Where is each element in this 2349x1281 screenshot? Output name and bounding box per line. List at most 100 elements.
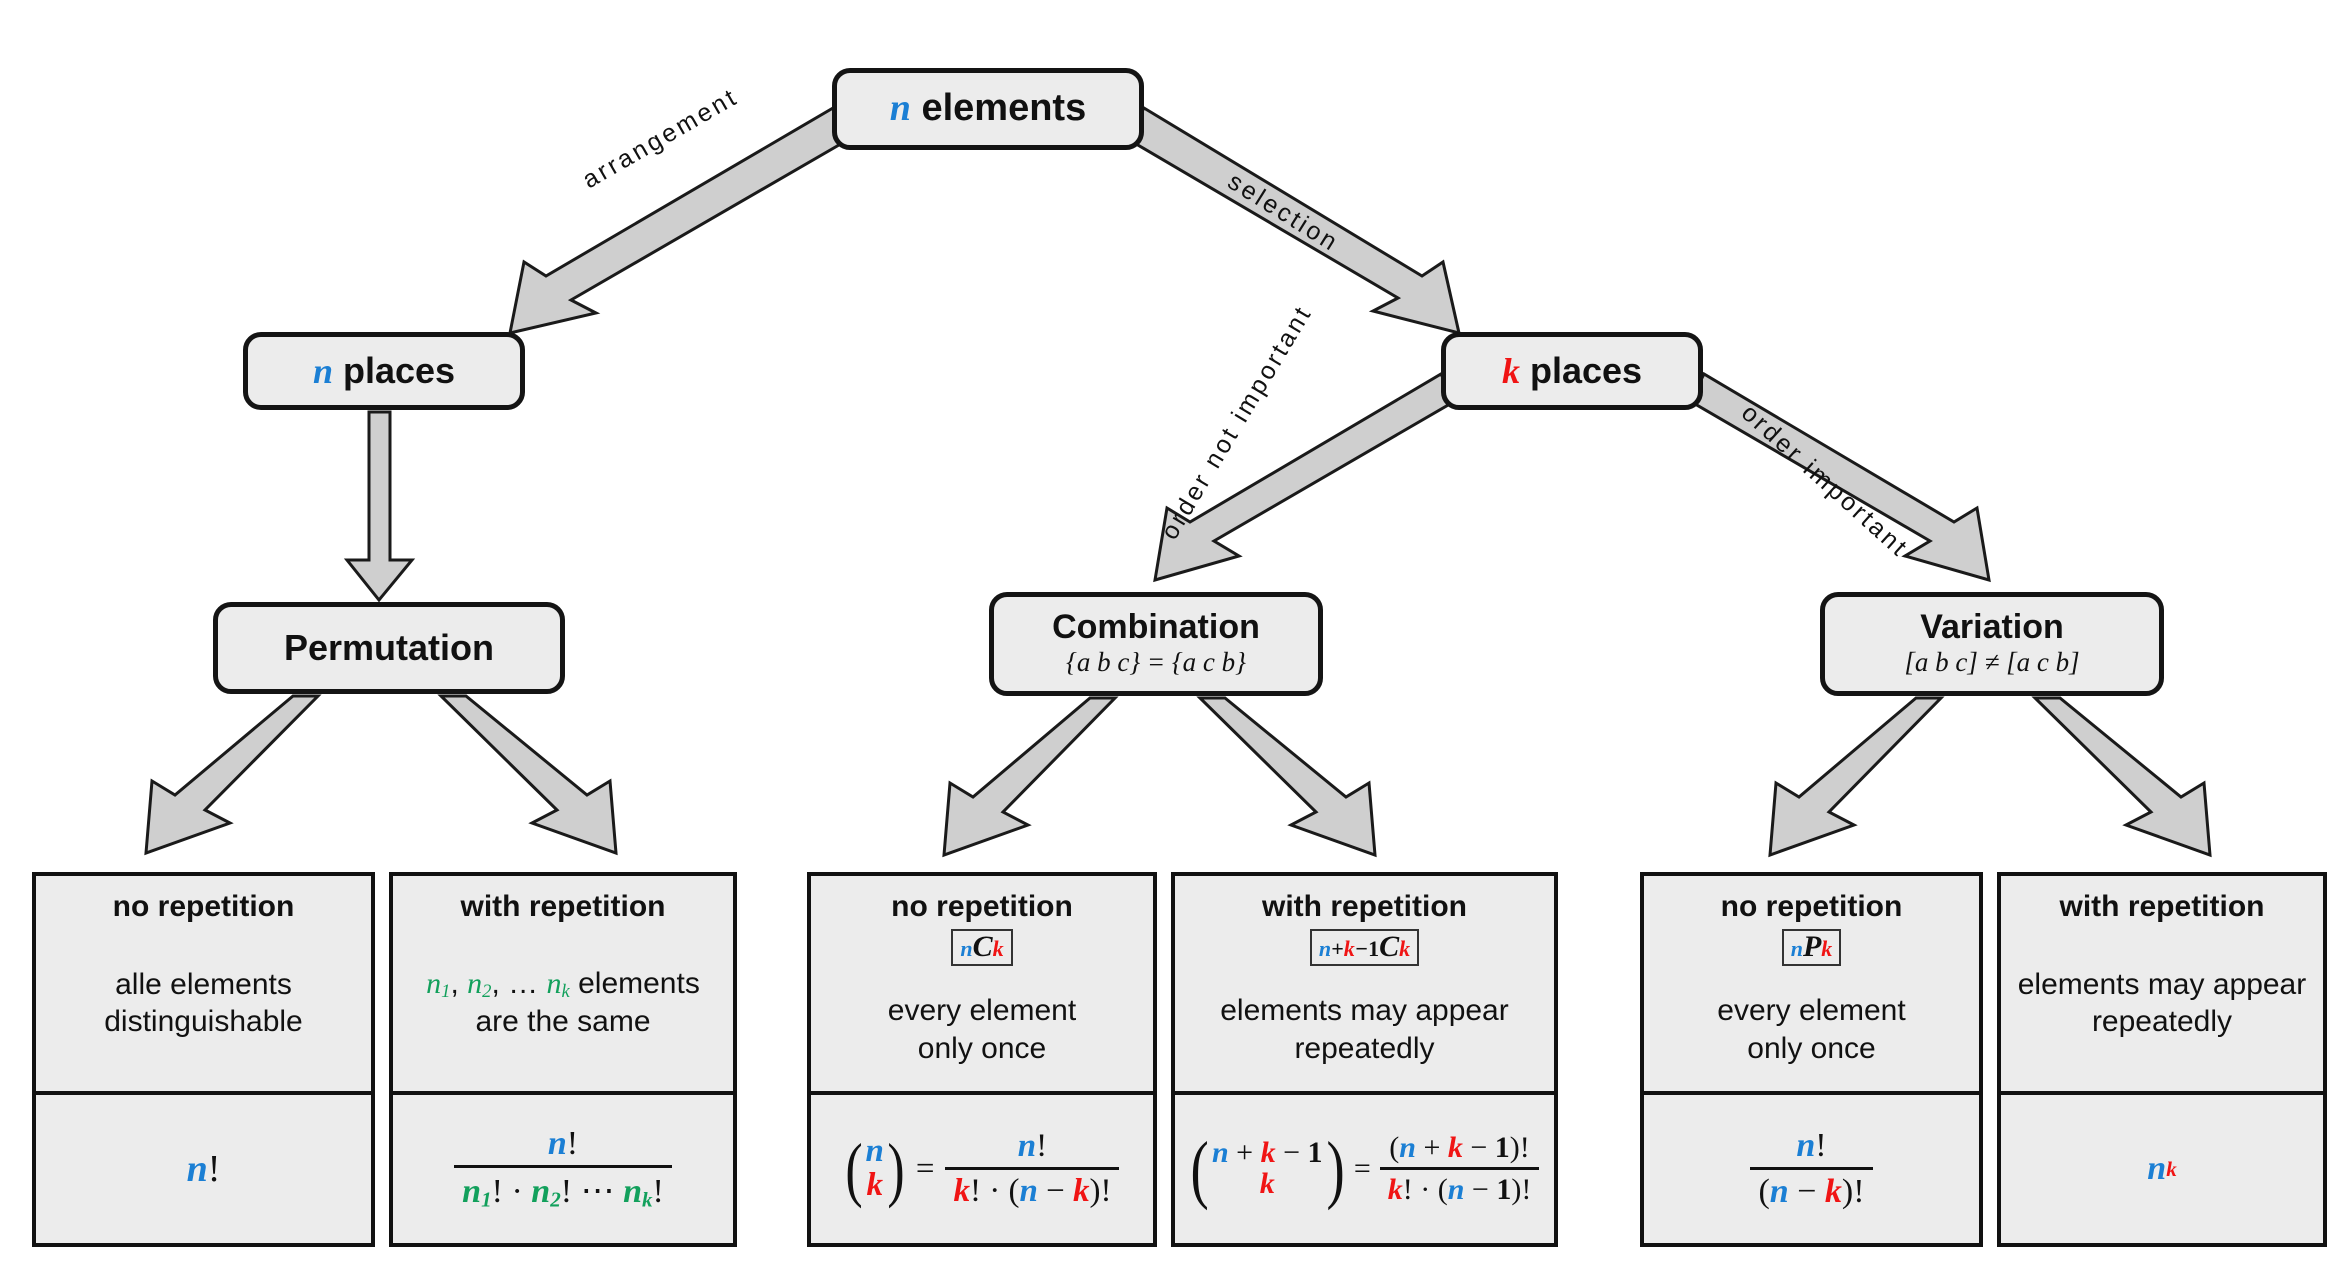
leaf-desc-line2: repeatedly — [2091, 1005, 2233, 1038]
leaf-head: no repetition — [891, 890, 1073, 923]
leaf-description: every element only once — [1717, 992, 1905, 1067]
arrow-nplaces-to-permutation — [343, 410, 416, 603]
arrow-combination-to-leaf3 — [942, 696, 1119, 858]
leaf-upper: with repetition n+k−1Ck elements may app… — [1175, 876, 1554, 1091]
leaf-divider — [1644, 1091, 1979, 1095]
var-n: n — [312, 350, 333, 391]
edge-label-selection: selection — [1222, 167, 1345, 258]
leaf-desc-line1: elements may appear — [2017, 967, 2307, 1001]
leaf-desc-line1: every element — [887, 994, 1077, 1027]
binomial-coefficient: ( n + k − 1 k ) — [1190, 1126, 1345, 1211]
leaf-variation-no-repetition[interactable]: no repetition nPk every element only onc… — [1640, 872, 1983, 1247]
sym-k: k — [2166, 1156, 2177, 1181]
arrow-variation-to-leaf6 — [2031, 696, 2212, 858]
leaf-formula-cell: ( n k ) = n! k! · (n − — [811, 1095, 1153, 1243]
node-n-elements[interactable]: n elements — [832, 68, 1144, 150]
leaf-combination-with-repetition[interactable]: with repetition n+k−1Ck elements may app… — [1171, 872, 1558, 1247]
leaf-desc-line2: distinguishable — [104, 1005, 303, 1038]
leaf-head: with repetition — [1262, 890, 1467, 923]
formula-n-factorial: n! — [187, 1147, 221, 1191]
formula-multiset-permutation: n! n1! · n2! ⋯ nk! — [451, 1125, 675, 1213]
leaf-description: every element only once — [888, 992, 1076, 1067]
leaf-desc-line2: only once — [917, 1031, 1047, 1065]
sym-n: n — [2147, 1150, 2167, 1187]
leaf-formula-cell: n! — [36, 1095, 371, 1243]
leaf-upper: no repetition alle elements distinguisha… — [36, 876, 371, 1091]
leaf-head: no repetition — [1720, 890, 1903, 923]
fraction: n! (n − k)! — [1750, 1127, 1873, 1211]
sym-comma: , — [450, 967, 459, 1001]
leaf-description: alle elements distinguishable — [104, 966, 302, 1041]
fraction-numerator: n! — [1017, 1128, 1048, 1164]
node-k-places-label: k places — [1501, 349, 1643, 391]
fraction: (n + k − 1)! k! · (n − 1)! — [1379, 1131, 1540, 1207]
leaf-upper: no repetition nPk every element only onc… — [1644, 876, 1979, 1091]
notation-nPk: nPk — [1781, 929, 1842, 966]
fraction: n! n1! · n2! ⋯ nk! — [454, 1125, 672, 1213]
arrow-combination-to-leaf4 — [1196, 696, 1377, 858]
node-permutation[interactable]: Permutation — [213, 602, 565, 694]
leaf-divider — [1175, 1091, 1554, 1095]
arrow-variation-to-leaf5 — [1768, 696, 1945, 858]
fraction-denominator: k! · (n − 1)! — [1379, 1167, 1540, 1207]
leaf-divider — [393, 1091, 733, 1095]
var-n: n — [889, 87, 911, 130]
formula-binomial-nk: ( n k ) = n! k! · (n − — [842, 1128, 1123, 1211]
arrow-permutation-to-leaf1 — [144, 694, 322, 856]
leaf-description: elements may appear repeatedly — [1220, 992, 1509, 1067]
leaf-upper: no repetition nCk every element only onc… — [811, 876, 1153, 1091]
arrow-permutation-to-leaf2 — [437, 694, 618, 856]
leaf-permutation-with-repetition[interactable]: with repetition n1, n2, … nk elements ar… — [389, 872, 737, 1247]
sym-dots: … — [508, 967, 539, 1001]
fraction-denominator: n1! · n2! ⋯ nk! — [454, 1165, 672, 1213]
node-n-places-text: places — [342, 349, 456, 391]
leaf-desc-line1: every element — [1717, 994, 1906, 1027]
node-variation[interactable]: Variation [a b c] ≠ [a c b] — [1820, 592, 2164, 696]
fraction-denominator: (n − k)! — [1750, 1167, 1873, 1211]
leaf-head: with repetition — [2059, 890, 2265, 923]
binomial-coefficient: ( n k ) — [844, 1128, 905, 1209]
sym-fact: ! — [207, 1148, 221, 1190]
node-k-places-text: places — [1529, 349, 1643, 391]
notation-nCk: nCk — [951, 929, 1013, 966]
leaf-combination-no-repetition[interactable]: no repetition nCk every element only onc… — [807, 872, 1157, 1247]
node-variation-title: Variation — [1920, 607, 2064, 646]
sym-n2: n2 — [467, 967, 492, 1003]
sym-nk: nk — [546, 967, 570, 1003]
leaf-variation-with-repetition[interactable]: with repetition elements may appear repe… — [1997, 872, 2327, 1247]
node-combination-subtitle: {a b c} = {a c b} — [1066, 647, 1246, 678]
node-k-places[interactable]: k places — [1441, 332, 1703, 410]
leaf-desc-line1: elements may appear — [1220, 994, 1509, 1027]
leaf-upper: with repetition elements may appear repe… — [2001, 876, 2323, 1091]
leaf-formula-cell: ( n + k − 1 k ) = (n + k − 1)! — [1175, 1095, 1554, 1243]
fraction-numerator: n! — [1796, 1127, 1827, 1164]
sym-comma: , — [491, 967, 500, 1001]
node-permutation-title: Permutation — [283, 627, 495, 669]
edge-label-order-important: order important — [1735, 398, 1915, 564]
leaf-formula-cell: n! n1! · n2! ⋯ nk! — [393, 1095, 733, 1243]
notation-n-plus-k-minus-1-C-k: n+k−1Ck — [1309, 929, 1420, 966]
node-n-elements-label: n elements — [889, 87, 1087, 130]
node-n-elements-text: elements — [921, 87, 1087, 130]
leaf-permutation-no-repetition[interactable]: no repetition alle elements distinguisha… — [32, 872, 375, 1247]
sym-n1: n1 — [426, 967, 451, 1003]
leaf-head: no repetition — [112, 890, 295, 923]
leaf-desc-line2: only once — [1747, 1031, 1876, 1065]
edge-label-arrangement: arrangement — [577, 82, 744, 195]
var-k: k — [1501, 350, 1520, 391]
leaf-description: n1, n2, … nk elements are the same — [426, 965, 700, 1041]
leaf-divider — [36, 1091, 371, 1095]
leaf-upper: with repetition n1, n2, … nk elements ar… — [393, 876, 733, 1091]
fraction-denominator: k! · (n − k)! — [945, 1167, 1120, 1210]
node-combination[interactable]: Combination {a b c} = {a c b} — [989, 592, 1323, 696]
node-variation-subtitle: [a b c] ≠ [a c b] — [1904, 647, 2080, 678]
node-combination-title: Combination — [1052, 607, 1260, 646]
node-n-places[interactable]: n places — [243, 332, 525, 410]
fraction-numerator: (n + k − 1)! — [1389, 1131, 1530, 1164]
leaf-desc-line2: repeatedly — [1294, 1031, 1435, 1065]
sym-n: n — [186, 1148, 208, 1190]
leaf-desc-line1: alle elements — [115, 967, 292, 1001]
node-n-places-label: n places — [312, 349, 456, 391]
